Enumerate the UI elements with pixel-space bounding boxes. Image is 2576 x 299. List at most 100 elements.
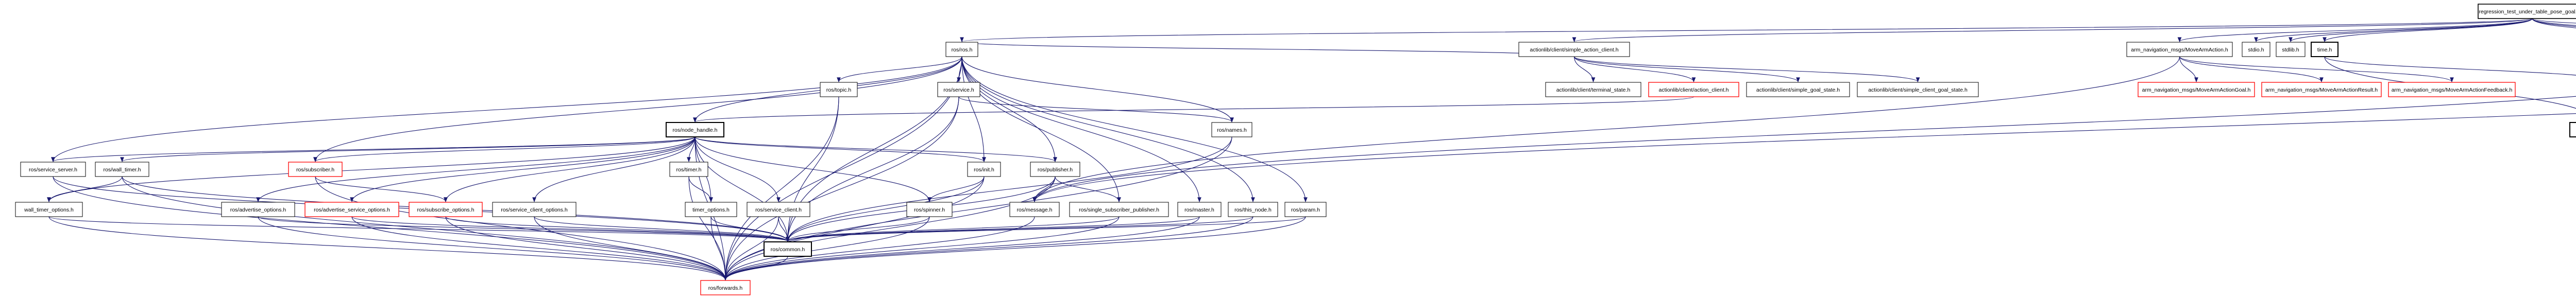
graph-node-so[interactable]: ros/subscribe_options.h [409, 202, 483, 217]
graph-node-timer[interactable]: ros/timer.h [669, 162, 708, 177]
graph-node-spin[interactable]: ros/spinner.h [906, 202, 953, 217]
graph-node-scl[interactable]: ros/service_client.h [747, 202, 810, 217]
node-label-service: ros/service.h [943, 87, 974, 93]
graph-node-master[interactable]: ros/master.h [1177, 202, 1222, 217]
node-box-spin[interactable] [906, 202, 953, 217]
graph-node-init[interactable]: ros/init.h [967, 162, 1001, 177]
node-box-ssp[interactable] [1069, 202, 1169, 217]
graph-node-ss[interactable]: ros/service_server.h [20, 162, 86, 177]
node-box-wto[interactable] [15, 202, 83, 217]
edge-ssp-common [786, 216, 1120, 242]
node-box-mova[interactable] [2126, 42, 2233, 57]
node-label-ssp: ros/single_subscriber_publisher.h [1079, 207, 1159, 213]
node-label-movg: arm_navigation_msgs/MoveArmActionGoal.h [2142, 87, 2251, 93]
node-box-init[interactable] [967, 162, 1001, 177]
node-box-service[interactable] [937, 82, 980, 97]
graph-node-nh[interactable]: ros/node_handle.h [666, 122, 724, 137]
node-box-movg[interactable] [2138, 82, 2255, 97]
graph-node-movf[interactable]: arm_navigation_msgs/MoveArmActionFeedbac… [2388, 82, 2516, 97]
node-label-scgs: actionlib/client/simple_client_goal_stat… [1868, 87, 1968, 93]
graph-node-wt[interactable]: ros/wall_timer.h [95, 162, 149, 177]
graph-node-stdio[interactable]: stdio.h [2242, 42, 2270, 57]
node-box-timer[interactable] [669, 162, 708, 177]
node-box-common[interactable] [764, 241, 812, 257]
graph-node-sgs[interactable]: actionlib/client/simple_goal_state.h [1746, 82, 1850, 97]
node-box-sgs[interactable] [1746, 82, 1850, 97]
graph-node-sco[interactable]: ros/service_client_options.h [492, 202, 577, 217]
node-label-msg: ros/message.h [1017, 207, 1053, 213]
graph-node-to[interactable]: timer_options.h [685, 202, 737, 217]
node-box-ss[interactable] [20, 162, 86, 177]
graph-node-movr[interactable]: arm_navigation_msgs/MoveArmActionResult.… [2261, 82, 2382, 97]
edge-names-fwd [723, 136, 1232, 280]
node-box-acli[interactable] [1648, 82, 1739, 97]
graph-node-scgs[interactable]: actionlib/client/simple_client_goal_stat… [1857, 82, 1979, 97]
node-box-time[interactable] [2311, 42, 2338, 57]
graph-node-sub[interactable]: ros/subscriber.h [288, 162, 343, 177]
node-box-nh[interactable] [666, 122, 724, 137]
graph-node-ao[interactable]: ros/advertise_options.h [221, 202, 295, 217]
node-box-movf[interactable] [2388, 82, 2516, 97]
graph-node-pub[interactable]: ros/publisher.h [1030, 162, 1080, 177]
graph-node-common[interactable]: ros/common.h [764, 241, 812, 257]
graph-node-service[interactable]: ros/service.h [937, 82, 980, 97]
graph-node-term[interactable]: actionlib/client/terminal_state.h [1545, 82, 1641, 97]
node-box-ao[interactable] [221, 202, 295, 217]
edge-topic-common [786, 96, 839, 242]
graph-node-aso[interactable]: ros/advertise_service_options.h [304, 202, 399, 217]
edge-nh-wt [120, 136, 696, 162]
graph-node-rtd[interactable]: rostime_decl.h [2569, 122, 2576, 137]
graph-node-mova[interactable]: arm_navigation_msgs/MoveArmAction.h [2126, 42, 2233, 57]
graph-node-sac[interactable]: actionlib/client/simple_action_client.h [1518, 42, 1630, 57]
node-box-sub[interactable] [288, 162, 343, 177]
graph-node-acli[interactable]: actionlib/client/action_client.h [1648, 82, 1739, 97]
edge-to-fwd [710, 216, 727, 280]
graph-node-msg[interactable]: ros/message.h [1009, 202, 1060, 217]
node-box-msg[interactable] [1009, 202, 1060, 217]
graph-node-time[interactable]: time.h [2311, 42, 2338, 57]
node-label-nh: ros/node_handle.h [673, 127, 718, 133]
node-box-scgs[interactable] [1857, 82, 1979, 97]
node-box-term[interactable] [1545, 82, 1641, 97]
edge-root-stdio [2254, 18, 2533, 42]
node-box-ros[interactable] [945, 42, 978, 57]
edge-spin-common [786, 216, 930, 242]
node-box-aso[interactable] [304, 202, 399, 217]
node-box-scl[interactable] [747, 202, 810, 217]
node-box-topic[interactable] [820, 82, 858, 97]
graph-node-ros[interactable]: ros/ros.h [945, 42, 978, 57]
node-box-to[interactable] [685, 202, 737, 217]
edge-ros-param [961, 56, 1308, 202]
graph-node-topic[interactable]: ros/topic.h [820, 82, 858, 97]
node-box-sac[interactable] [1518, 42, 1630, 57]
node-box-stdio[interactable] [2242, 42, 2270, 57]
edge-root-gtest [2532, 18, 2576, 27]
node-box-movr[interactable] [2261, 82, 2382, 97]
node-box-names[interactable] [1211, 122, 1252, 137]
node-label-timer: ros/timer.h [676, 167, 701, 173]
graph-node-fwd[interactable]: ros/forwards.h [700, 280, 751, 295]
node-box-fwd[interactable] [700, 280, 751, 295]
graph-node-wto[interactable]: wall_timer_options.h [15, 202, 83, 217]
graph-node-names[interactable]: ros/names.h [1211, 122, 1252, 137]
edge-to-common [710, 216, 790, 242]
graph-node-tn[interactable]: ros/this_node.h [1228, 202, 1278, 217]
node-box-pub[interactable] [1030, 162, 1080, 177]
node-box-stdlib[interactable] [2276, 42, 2306, 57]
edge-sco-fwd [534, 216, 727, 280]
node-box-so[interactable] [409, 202, 483, 217]
graph-node-movg[interactable]: arm_navigation_msgs/MoveArmActionGoal.h [2138, 82, 2255, 97]
node-label-ao: ros/advertise_options.h [230, 207, 286, 213]
edge-ros-pub [961, 56, 1057, 162]
node-box-rtd[interactable] [2569, 122, 2576, 137]
graph-node-stdlib[interactable]: stdlib.h [2276, 42, 2306, 57]
node-box-master[interactable] [1177, 202, 1222, 217]
graph-node-ssp[interactable]: ros/single_subscriber_publisher.h [1069, 202, 1169, 217]
node-box-tn[interactable] [1228, 202, 1278, 217]
node-box-param[interactable] [1284, 202, 1327, 217]
graph-node-param[interactable]: ros/param.h [1284, 202, 1327, 217]
node-box-wt[interactable] [95, 162, 149, 177]
node-box-sco[interactable] [492, 202, 577, 217]
edge-nh-scl [694, 136, 781, 202]
edge-nh-sco [532, 136, 696, 202]
